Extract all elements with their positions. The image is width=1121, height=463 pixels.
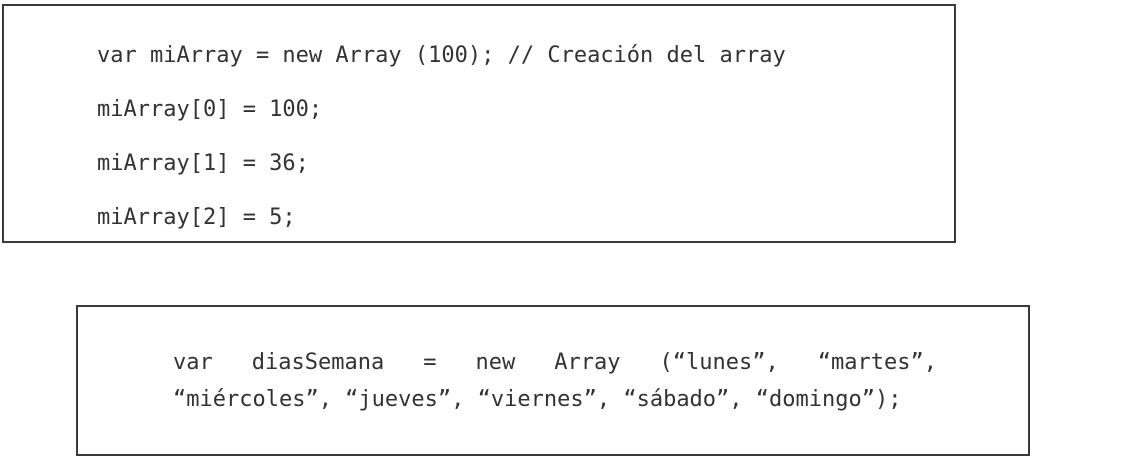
code-block-dias-semana: var diasSemana = new Array (“lunes”, “ma… [76, 305, 1030, 456]
code-line-3: miArray[1] = 36; [97, 151, 309, 176]
code-block-array-creation: var miArray = new Array (100); // Creaci… [2, 4, 956, 243]
code-line-1: var diasSemana = new Array (“lunes”, “ma… [173, 350, 937, 375]
code-line-1: var miArray = new Array (100); // Creaci… [97, 43, 786, 68]
code-line-2: “miércoles”, “jueves”, “viernes”, “sábad… [173, 387, 902, 412]
code-line-4: miArray[2] = 5; [97, 205, 296, 230]
code-line-2: miArray[0] = 100; [97, 97, 323, 122]
